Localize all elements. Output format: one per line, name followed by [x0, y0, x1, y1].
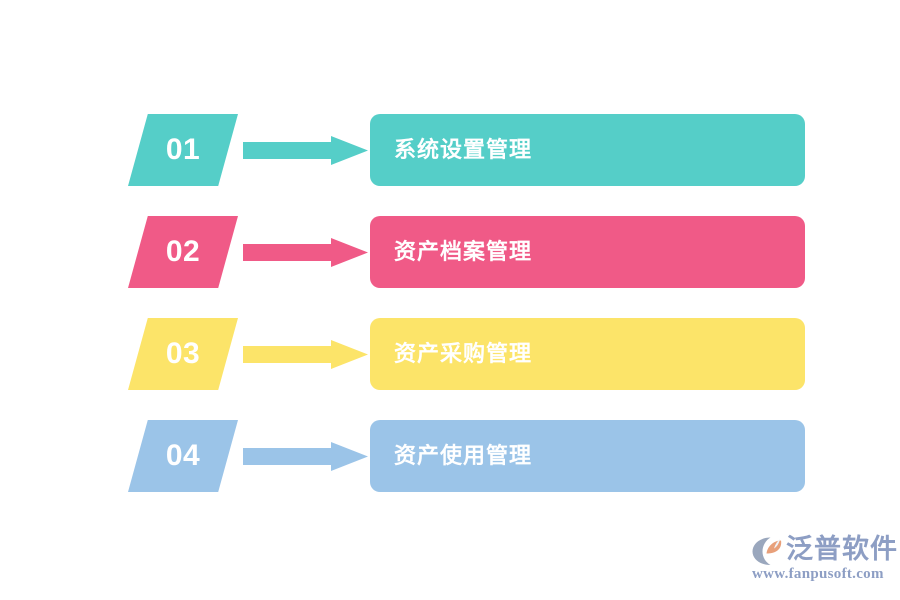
step-label-bar[interactable]: 资产使用管理	[370, 420, 805, 492]
step-number-badge[interactable]: 02	[128, 216, 238, 288]
step-label: 系统设置管理	[394, 137, 533, 162]
step-label: 资产档案管理	[394, 239, 533, 264]
step-number-label: 03	[165, 337, 201, 370]
step-row: 04 资产使用管理	[0, 420, 900, 492]
arrow-head	[331, 442, 368, 471]
step-label-bar[interactable]: 资产档案管理	[370, 216, 805, 288]
brand-name: 泛普软件	[786, 534, 898, 564]
step-number-badge[interactable]: 03	[128, 318, 238, 390]
step-number-badge[interactable]: 04	[128, 420, 238, 492]
fanpu-logo-icon	[752, 537, 782, 565]
step-label-bar[interactable]: 资产采购管理	[370, 318, 805, 390]
step-row: 01 系统设置管理	[0, 114, 900, 186]
right-arrow-icon	[243, 238, 368, 267]
step-label-bar[interactable]: 系统设置管理	[370, 114, 805, 186]
arrow-head	[331, 136, 368, 165]
step-number-label: 01	[165, 133, 201, 166]
step-label: 资产采购管理	[394, 341, 533, 366]
right-arrow-icon	[243, 442, 368, 471]
arrow-shaft	[243, 142, 335, 159]
arrow-head	[331, 238, 368, 267]
right-arrow-icon	[243, 340, 368, 369]
arrow-shaft	[243, 346, 335, 363]
step-row: 02 资产档案管理	[0, 216, 900, 288]
step-number-label: 04	[165, 439, 201, 472]
brand-logo: 泛普软件 www.fanpusoft.com	[750, 532, 897, 586]
arrow-head	[331, 340, 368, 369]
step-number-badge[interactable]: 01	[128, 114, 238, 186]
step-row: 03 资产采购管理	[0, 318, 900, 390]
step-label: 资产使用管理	[394, 443, 533, 468]
brand-url: www.fanpusoft.com	[752, 566, 884, 582]
arrow-shaft	[243, 244, 335, 261]
step-number-label: 02	[165, 235, 201, 268]
arrow-shaft	[243, 448, 335, 465]
right-arrow-icon	[243, 136, 368, 165]
